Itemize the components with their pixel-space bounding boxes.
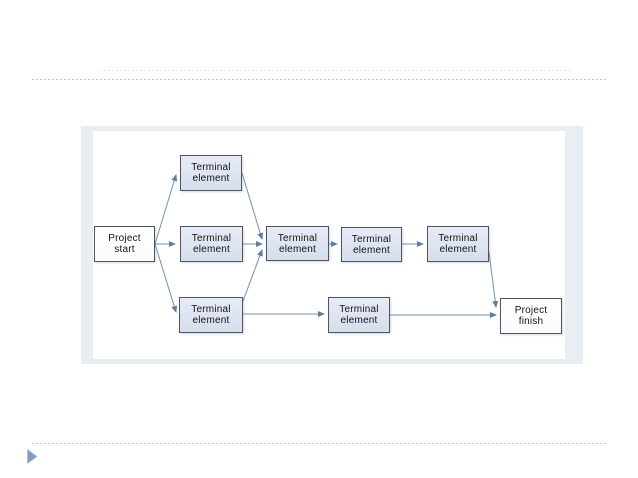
top-dashed-divider xyxy=(32,79,608,80)
node-terminal-element-top: Terminal element xyxy=(180,155,242,191)
play-bullet-icon xyxy=(27,449,38,464)
node-terminal-element-mid-2: Terminal element xyxy=(266,226,329,261)
node-terminal-element-bottom-2: Terminal element xyxy=(328,297,390,333)
node-project-finish: Project finish xyxy=(500,298,562,334)
node-terminal-element-bottom: Terminal element xyxy=(179,297,243,333)
node-project-start: Project start xyxy=(94,226,155,262)
bottom-dashed-divider xyxy=(32,443,608,444)
node-terminal-element-mid-4: Terminal element xyxy=(427,226,489,262)
faint-divider-line xyxy=(100,70,570,71)
node-terminal-element-mid-1: Terminal element xyxy=(180,226,243,262)
node-terminal-element-mid-3: Terminal element xyxy=(341,227,402,262)
